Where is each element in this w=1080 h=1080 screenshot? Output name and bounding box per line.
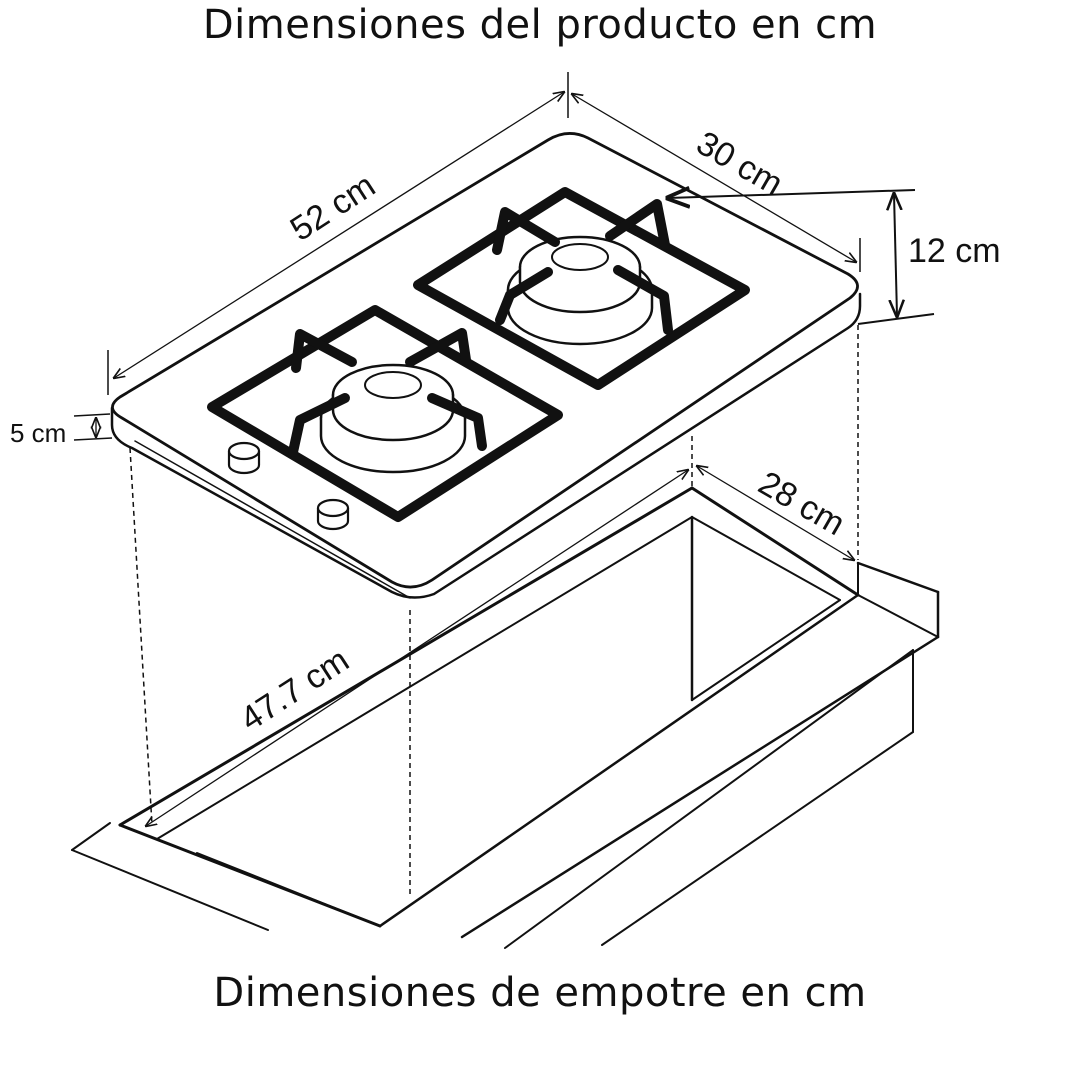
height-label: 12 cm (908, 232, 1001, 270)
width-label: 30 cm (690, 124, 789, 203)
thickness-label: 5 cm (10, 418, 66, 448)
length-label: 52 cm (284, 166, 382, 248)
knob-icon (227, 441, 261, 475)
product-dimensions-title: Dimensiones del producto en cm (202, 2, 878, 48)
knob-icon (316, 498, 350, 531)
cutout-width-label: 28 cm (752, 464, 851, 543)
dimension-lines (73, 72, 935, 826)
cooktop (110, 132, 862, 599)
countertop-cutout (71, 486, 940, 949)
cutout-dimensions-title: Dimensiones de empotre en cm (213, 970, 867, 1016)
cutout-length-label: 47.7 cm (234, 641, 356, 739)
